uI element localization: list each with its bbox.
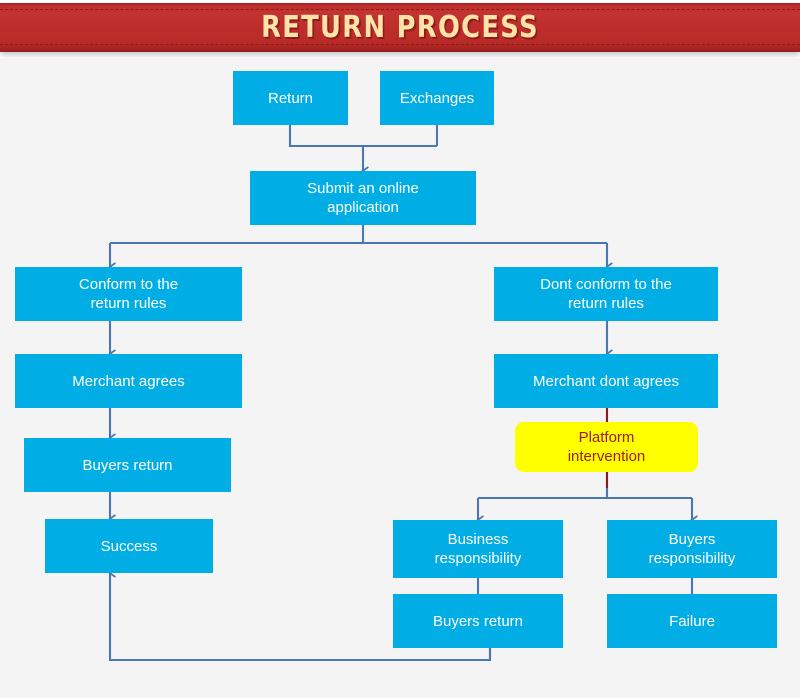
edge-return-to-submit <box>288 125 437 148</box>
connector-layer <box>0 125 800 662</box>
node-platform-intervention[interactable]: Platform intervention <box>515 422 698 472</box>
node-buyers-responsibility[interactable]: Buyers responsibility <box>607 520 777 578</box>
page-title: RETURN PROCESS <box>261 10 539 45</box>
node-dont-conform-to-return-rules[interactable]: Dont conform to the return rules <box>494 267 718 321</box>
node-return[interactable]: Return <box>233 71 348 125</box>
node-conform-to-return-rules[interactable]: Conform to the return rules <box>15 267 242 321</box>
node-buyers-return-left[interactable]: Buyers return <box>24 438 231 492</box>
node-merchant-agrees[interactable]: Merchant agrees <box>15 354 242 408</box>
node-exchanges[interactable]: Exchanges <box>380 71 494 125</box>
title-banner: RETURN PROCESS <box>0 0 800 58</box>
edge-feedback-to-success <box>110 573 492 662</box>
node-submit-application[interactable]: Submit an online application <box>250 171 476 225</box>
banner-ribbon: RETURN PROCESS <box>0 3 800 52</box>
diagram-canvas: Return Exchanges Submit an online applic… <box>0 58 800 698</box>
node-failure[interactable]: Failure <box>607 594 777 648</box>
node-buyers-return-right[interactable]: Buyers return <box>393 594 563 648</box>
node-success[interactable]: Success <box>45 519 213 573</box>
node-merchant-dont-agrees[interactable]: Merchant dont agrees <box>494 354 718 408</box>
node-business-responsibility[interactable]: Business responsibility <box>393 520 563 578</box>
